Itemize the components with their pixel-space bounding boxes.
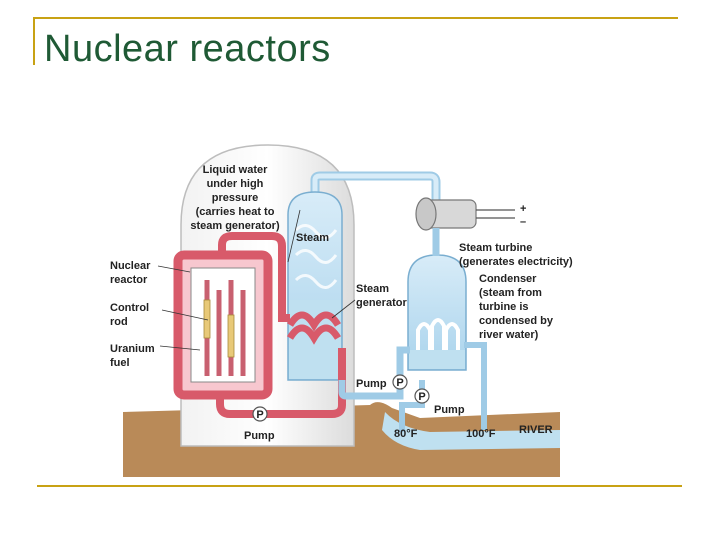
left-accent-rule <box>33 17 35 65</box>
river <box>382 412 560 450</box>
svg-text:river water): river water) <box>479 329 539 341</box>
label-liquid-water: Liquid water under high pressure (carrie… <box>190 164 280 232</box>
label-condenser: Condenser (steam from turbine is condens… <box>479 273 554 341</box>
label-steam-turbine: Steam turbine (generates electricity) <box>459 242 573 268</box>
label-uranium-fuel: Uranium fuel <box>110 343 155 369</box>
svg-text:(steam from: (steam from <box>479 287 542 299</box>
svg-text:under high: under high <box>207 178 264 190</box>
svg-text:P: P <box>418 391 425 403</box>
label-temp-in: 80°F <box>394 428 418 440</box>
condenser-pump <box>392 374 408 390</box>
svg-text:generator: generator <box>356 297 407 309</box>
svg-text:(carries heat to: (carries heat to <box>196 206 275 218</box>
svg-text:+: + <box>520 203 526 215</box>
label-pump-condenser: Pump <box>434 404 465 416</box>
label-control-rod: Control rod <box>110 302 149 328</box>
svg-text:fuel: fuel <box>110 357 130 369</box>
label-pump-mid: Pump <box>356 378 387 390</box>
label-river: RIVER <box>519 424 553 436</box>
river-pump <box>414 388 430 404</box>
label-pump-reactor: Pump <box>244 430 275 442</box>
svg-text:Liquid water: Liquid water <box>203 164 269 176</box>
svg-text:(generates electricity): (generates electricity) <box>459 256 573 268</box>
leader-lines <box>157 209 356 351</box>
bottom-accent-rule <box>37 485 682 487</box>
slide-title: Nuclear reactors <box>44 28 331 70</box>
label-steam-generator: Steam generator <box>356 283 407 309</box>
secondary-loop <box>338 346 410 400</box>
svg-text:Uranium: Uranium <box>110 343 155 355</box>
control-rods <box>203 280 246 376</box>
svg-text:steam generator): steam generator) <box>190 220 280 232</box>
svg-text:condensed by: condensed by <box>479 315 554 327</box>
reactor-pump <box>252 406 268 422</box>
svg-text:turbine is: turbine is <box>479 301 529 313</box>
svg-text:–: – <box>520 216 526 228</box>
svg-text:Steam turbine: Steam turbine <box>459 242 532 254</box>
svg-text:Nuclear: Nuclear <box>110 260 151 272</box>
svg-text:P: P <box>396 377 403 389</box>
svg-text:reactor: reactor <box>110 274 148 286</box>
top-accent-rule <box>33 17 678 19</box>
label-nuclear-reactor: Nuclear reactor <box>110 260 151 286</box>
steam-turbine <box>415 197 515 231</box>
primary-loop <box>216 232 346 418</box>
label-steam: Steam <box>296 232 329 244</box>
svg-text:Control: Control <box>110 302 149 314</box>
svg-text:Steam: Steam <box>356 283 389 295</box>
svg-text:P: P <box>256 409 263 421</box>
svg-text:pressure: pressure <box>212 192 258 204</box>
label-temp-out: 100°F <box>466 428 496 440</box>
svg-text:Condenser: Condenser <box>479 273 537 285</box>
svg-text:rod: rod <box>110 316 128 328</box>
